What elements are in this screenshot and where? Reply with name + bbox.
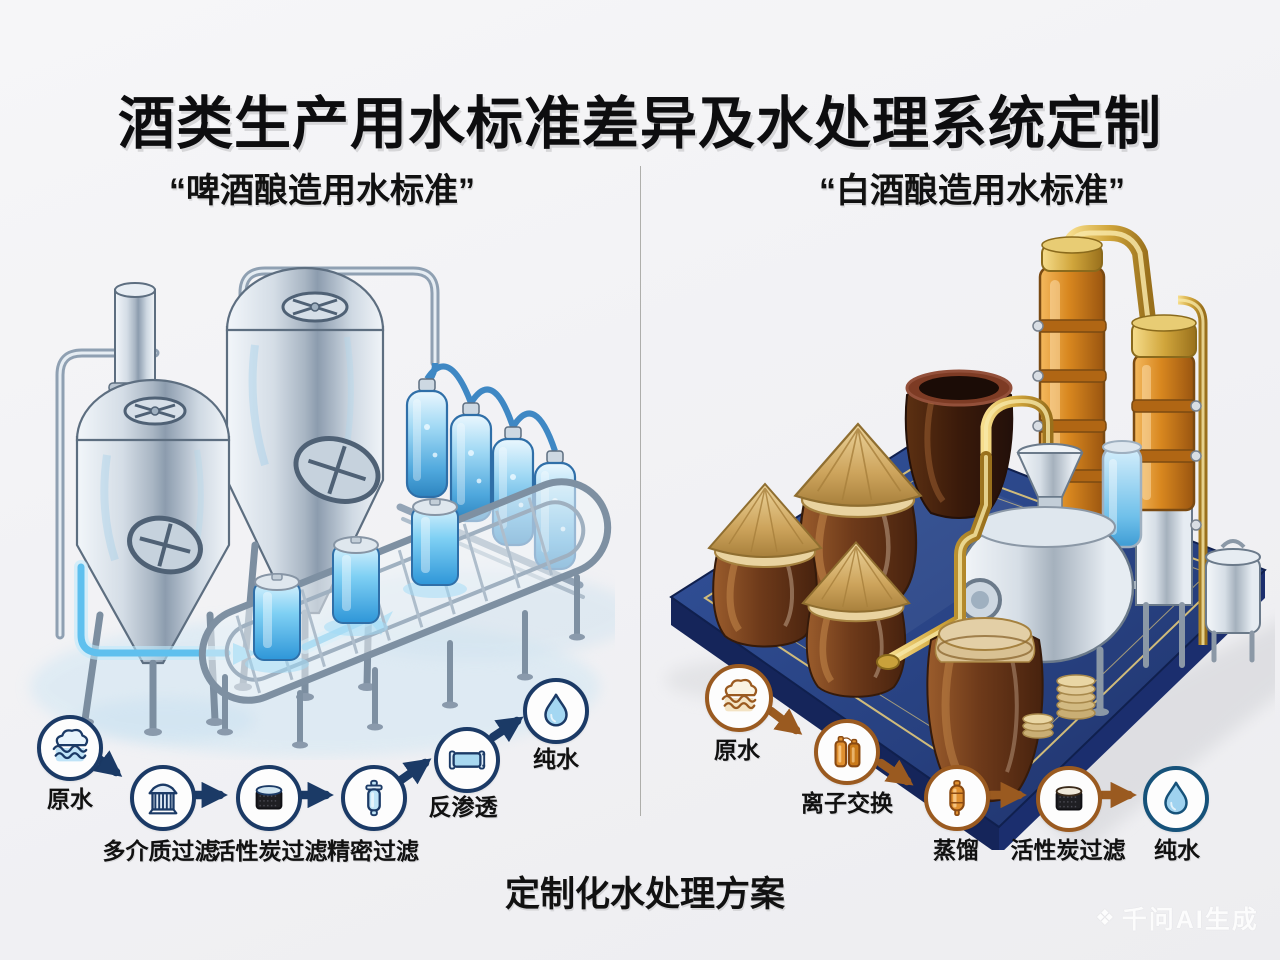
flow-label-beer-raw-water: 原水 bbox=[47, 786, 93, 812]
flow-node-beer-ro bbox=[434, 727, 500, 793]
center-divider bbox=[640, 166, 641, 816]
flow-label-baijiu-distillation: 蒸馏 bbox=[933, 837, 979, 863]
flow-node-baijiu-pure-water bbox=[1143, 766, 1209, 832]
chimney bbox=[108, 282, 162, 393]
multimedia-filter-icon bbox=[148, 783, 178, 815]
footer-caption: 定制化水处理方案 bbox=[504, 875, 786, 914]
watermark: ❖ 千问AI生成 bbox=[1095, 900, 1259, 936]
raw-water-icon bbox=[52, 728, 89, 762]
flow-label-beer-ro: 反渗透 bbox=[428, 794, 498, 820]
flow-node-baijiu-carbon-filter bbox=[1036, 766, 1102, 832]
gold-floor-pipe bbox=[876, 451, 992, 670]
flow-node-beer-pure-water bbox=[523, 678, 589, 744]
distillation-icon bbox=[949, 779, 965, 817]
straw-lid-jar-left bbox=[707, 482, 823, 648]
flow-label-beer-precision-filter: 精密过滤 bbox=[327, 838, 419, 864]
flow-node-baijiu-distillation bbox=[924, 765, 990, 831]
flow-node-beer-carbon-filter bbox=[236, 765, 302, 831]
ion-exchange-icon bbox=[834, 735, 861, 768]
pure-water-drop-icon bbox=[1164, 781, 1188, 815]
paper-lid-jar bbox=[926, 617, 1044, 803]
flow-node-baijiu-ion-exchange bbox=[814, 719, 880, 785]
flow-node-beer-raw-water bbox=[37, 715, 103, 781]
straw-lid-jar-front bbox=[801, 540, 911, 698]
qwen-logo-icon: ❖ bbox=[1095, 905, 1115, 930]
flow-node-beer-precision-filter bbox=[341, 765, 407, 831]
flow-label-baijiu-carbon-filter: 活性炭过滤 bbox=[1010, 837, 1126, 863]
ro-membrane-icon bbox=[448, 750, 486, 770]
flow-node-baijiu-raw-water bbox=[705, 664, 773, 732]
pure-water-drop-icon bbox=[544, 693, 568, 727]
watermark-text: 千问AI生成 bbox=[1121, 906, 1259, 934]
pipe-frame bbox=[55, 266, 440, 640]
carbon-filter-icon bbox=[1055, 786, 1083, 811]
small-silver-tank bbox=[1205, 539, 1261, 663]
flow-node-beer-multimedia-filter bbox=[130, 765, 196, 831]
page-title: 酒类生产用水标准差异及水处理系统定制 bbox=[118, 92, 1162, 157]
flow-label-beer-carbon-filter: 活性炭过滤 bbox=[212, 838, 328, 864]
flow-label-baijiu-raw-water: 原水 bbox=[714, 737, 760, 763]
fermenter-tank-front bbox=[75, 378, 231, 736]
flow-label-baijiu-pure-water: 纯水 bbox=[1154, 837, 1200, 863]
carbon-filter-icon bbox=[255, 785, 283, 810]
glowing-cans bbox=[245, 498, 467, 673]
beer-brewery-illustration bbox=[30, 266, 615, 757]
precision-filter-icon bbox=[365, 779, 383, 817]
flow-label-beer-pure-water: 纯水 bbox=[533, 746, 579, 772]
flow-label-beer-multimedia-filter: 多介质过滤 bbox=[102, 838, 218, 864]
coin-stacks bbox=[1022, 674, 1096, 739]
raw-water-icon bbox=[721, 678, 758, 712]
beer-section-heading: “啤酒酿造用水标准” bbox=[169, 172, 475, 210]
condenser-pot bbox=[955, 395, 1135, 716]
baijiu-section-heading: “白酒酿造用水标准” bbox=[819, 172, 1125, 210]
flow-label-baijiu-ion-exchange: 离子交换 bbox=[801, 790, 893, 816]
